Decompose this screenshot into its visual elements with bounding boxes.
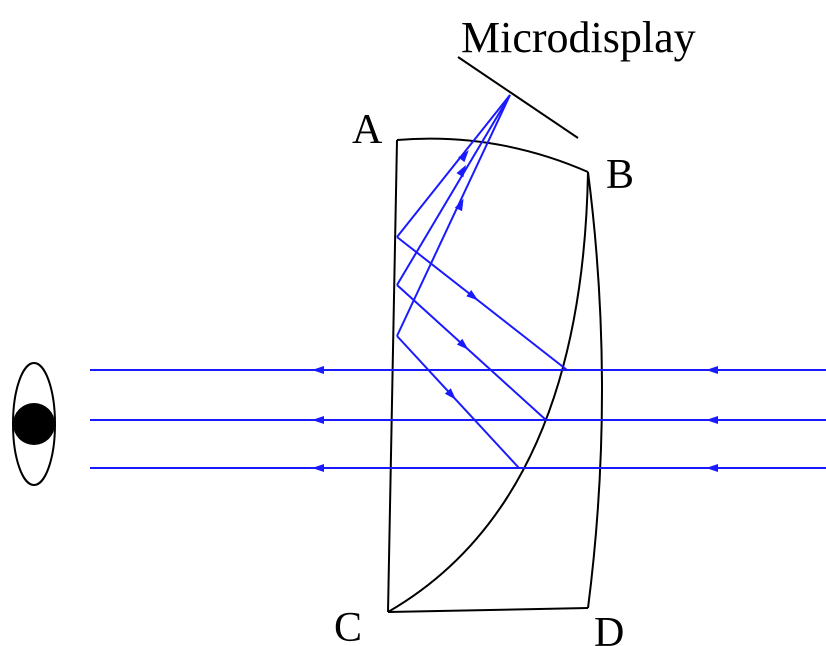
ray-2-up-arrow [456,164,467,178]
ray-1-face-to-mirror [396,236,568,371]
corner-label-c: C [334,605,362,646]
ray-3-face-to-mirror [396,335,520,469]
prism-outline [387,137,603,613]
edge-c-d-bottom [387,607,589,613]
corner-label-d: D [594,610,624,646]
ray-3-display-to-face [396,94,511,337]
ray-2-display-to-face [396,94,511,286]
ray-2-eye-arrow [312,416,324,424]
ray-3-up-arrow [454,198,464,212]
ray-3-eye-arrow [312,464,324,472]
edge-a-c-left-face [387,139,398,613]
eye-icon [12,362,56,486]
ray-2-face-to-mirror [396,284,547,421]
microdisplay-line [457,56,579,139]
eye-pupil [13,403,55,445]
ray-1-eye-arrow [312,366,324,374]
corner-label-b: B [606,152,634,198]
edge-ab-curved-top [396,137,589,173]
ray-1-mirror-arrow [466,290,479,301]
edge-b-d-right-face [587,171,603,609]
ray-2-world-arrow [706,416,718,424]
ray-2-mirror-arrow [456,338,469,350]
ray-3-mirror-arrow [444,388,456,400]
corner-label-a: A [352,107,383,153]
ray-1-up-arrow [458,150,469,163]
edge-c-b-freeform-mirror [387,171,589,613]
ray-1-world-arrow [706,366,718,374]
ray-paths [90,94,826,472]
ray-1-display-to-face [396,94,511,238]
ray-3-world-arrow [706,464,718,472]
microdisplay-label: Microdisplay [461,13,696,62]
